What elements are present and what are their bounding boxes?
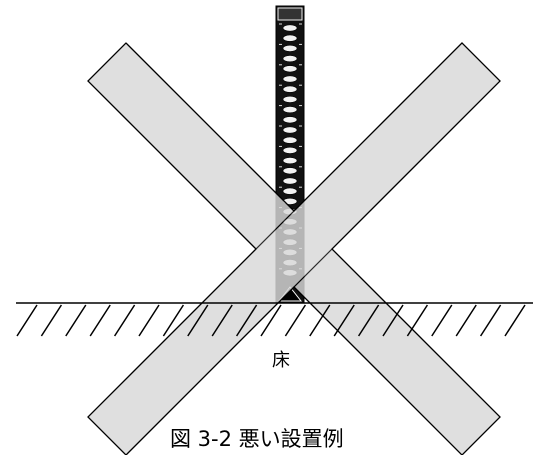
device-slot <box>282 126 298 134</box>
hatch-line <box>260 304 282 337</box>
hatch-line <box>333 304 355 337</box>
hatch-line <box>211 304 233 337</box>
floor-hatching <box>16 304 526 337</box>
hatch-line <box>382 304 404 337</box>
hatch-line <box>284 304 307 337</box>
hatch-line <box>113 304 136 337</box>
cross-outline <box>87 42 501 455</box>
device-slot <box>282 34 298 42</box>
hatch-line <box>357 304 380 337</box>
device-slot <box>282 116 298 124</box>
hatch-line <box>479 304 502 337</box>
device-slot <box>282 24 298 32</box>
device-slot <box>282 167 298 175</box>
device-slot <box>282 106 298 114</box>
hatch-line <box>504 304 526 337</box>
hatch-line <box>406 304 429 337</box>
figure-caption: 図 3-2 悪い設置例 <box>170 427 344 451</box>
device-slot <box>282 75 298 83</box>
hatch-line <box>235 304 258 337</box>
hatch-line <box>431 304 453 337</box>
device-slot <box>282 85 298 93</box>
hatch-line <box>138 304 160 337</box>
device-slot <box>282 177 298 185</box>
device-slot <box>282 157 298 165</box>
hatch-line <box>187 304 209 337</box>
floor-label: 床 <box>272 350 290 371</box>
device-slot <box>282 187 298 195</box>
hatch-line <box>16 304 38 337</box>
device-slot <box>282 146 298 154</box>
device-slot <box>282 44 298 52</box>
floor <box>16 302 533 337</box>
hatch-line <box>65 304 87 337</box>
device-slot <box>282 136 298 144</box>
device-slot <box>282 65 298 73</box>
device-top-cap <box>277 7 303 21</box>
device-slot <box>282 55 298 63</box>
hatch-line <box>455 304 477 337</box>
device-slot <box>282 95 298 103</box>
hatch-line <box>40 304 63 337</box>
hatch-line <box>162 304 185 337</box>
hatch-line <box>309 304 331 337</box>
hatch-line <box>89 304 111 337</box>
